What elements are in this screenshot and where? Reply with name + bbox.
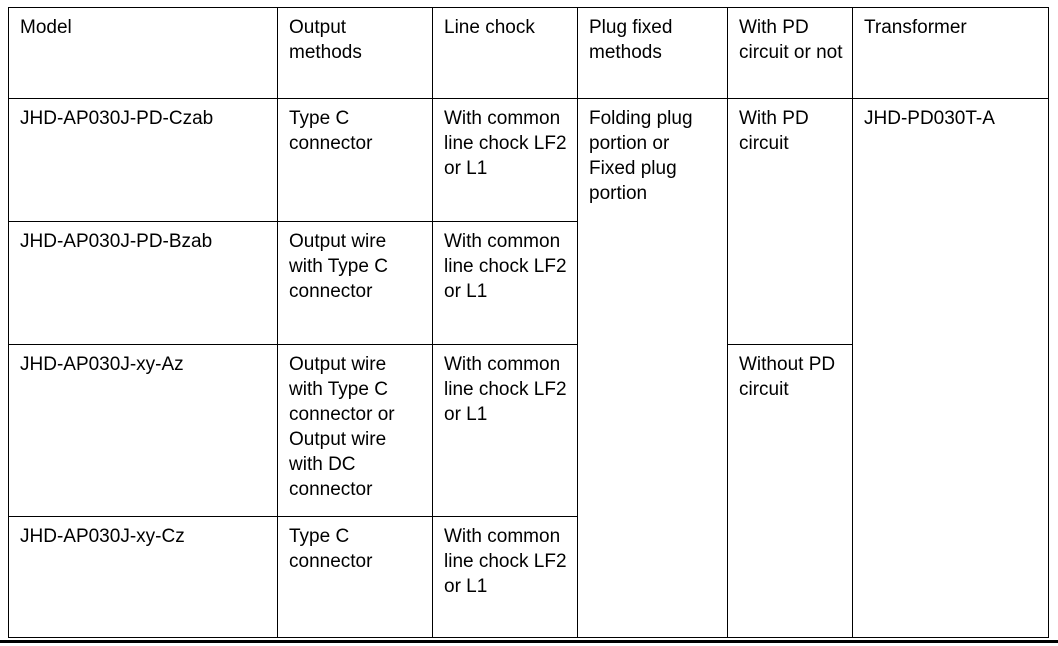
table-row: JHD-AP030J-PD-Czab Type C connector With… — [8, 98, 1049, 638]
column-header-with-pd-circuit-or-not: With PD circuit or not — [727, 7, 853, 99]
table-row: JHD-AP030J-xy-Cz Type C connector With c… — [8, 516, 1049, 638]
column-header-model: Model — [8, 7, 278, 99]
cell-pd-with-circuit-merged: With PD circuit — [727, 98, 853, 345]
cell-model: JHD-AP030J-PD-Bzab — [8, 221, 278, 345]
cell-model: JHD-AP030J-xy-Cz — [8, 516, 278, 638]
cell-model: JHD-AP030J-PD-Czab — [8, 98, 278, 222]
cell-plug-fixed-methods-merged: Folding plug portion or Fixed plug porti… — [577, 98, 728, 638]
cell-pd-without-circuit-merged: Without PD circuit — [727, 344, 853, 638]
column-header-plug-fixed-methods: Plug fixed methods — [577, 7, 728, 99]
table-row: JHD-AP030J-xy-Az Output wire with Type C… — [8, 344, 1049, 638]
cell-line-chock: With common line chock LF2 or L1 — [432, 221, 578, 345]
cell-line-chock: With common line chock LF2 or L1 — [432, 344, 578, 517]
table-row: JHD-AP030J-PD-Bzab Output wire with Type… — [8, 221, 1049, 345]
cell-transformer-merged: JHD-PD030T-A — [852, 98, 1049, 638]
cell-line-chock: With common line chock LF2 or L1 — [432, 98, 578, 222]
column-header-transformer: Transformer — [852, 7, 1049, 99]
cell-model: JHD-AP030J-xy-Az — [8, 344, 278, 517]
column-header-line-chock: Line chock — [432, 7, 578, 99]
table-body: JHD-AP030J-PD-Czab Type C connector With… — [8, 98, 1049, 638]
page-bottom-rule — [0, 640, 1058, 643]
cell-output-methods: Type C connector — [277, 516, 433, 638]
cell-output-methods: Type C connector — [277, 98, 433, 222]
cell-output-methods: Output wire with Type C connector or Out… — [277, 344, 433, 517]
table-header: Model Output methods Line chock Plug fix… — [8, 7, 1049, 99]
column-header-output-methods: Output methods — [277, 7, 433, 99]
cell-line-chock: With common line chock LF2 or L1 — [432, 516, 578, 638]
model-specification-table: Model Output methods Line chock Plug fix… — [8, 7, 1049, 638]
cell-output-methods: Output wire with Type C connector — [277, 221, 433, 345]
table-header-row: Model Output methods Line chock Plug fix… — [8, 7, 1049, 99]
specification-table-container: Model Output methods Line chock Plug fix… — [8, 7, 1049, 638]
